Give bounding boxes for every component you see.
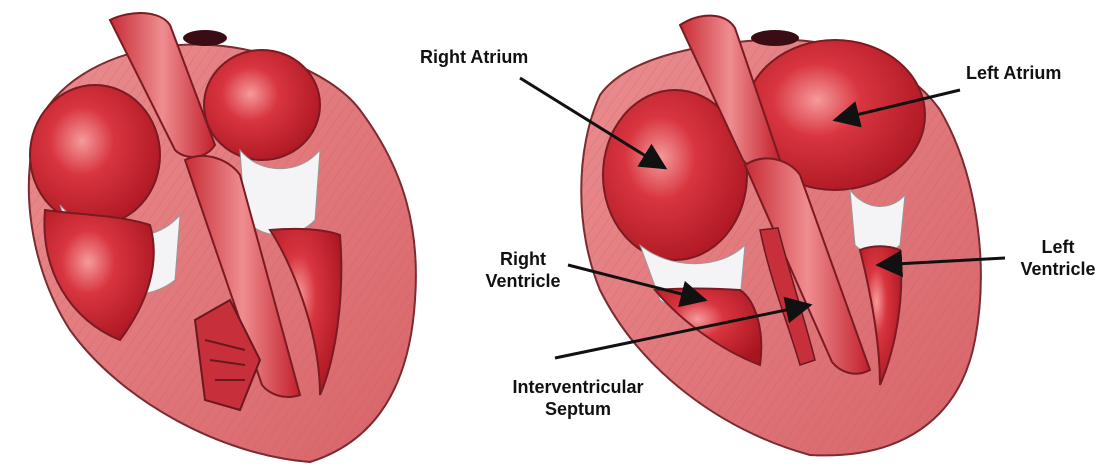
right-heart-vessel-opening — [751, 30, 799, 46]
label-septum-line2: Septum — [478, 398, 678, 420]
label-right-atrium: Right Atrium — [420, 46, 528, 68]
label-left-ventricle: Left Ventricle — [1008, 236, 1108, 280]
left-heart — [29, 13, 416, 462]
left-heart-left-atrium — [204, 50, 320, 160]
label-septum-line1: Interventricular — [478, 376, 678, 398]
left-heart-vessel-opening — [183, 30, 227, 46]
label-right-ventricle-line1: Right — [478, 248, 568, 270]
label-left-atrium: Left Atrium — [966, 62, 1061, 84]
left-heart-right-atrium — [30, 85, 160, 225]
label-right-ventricle-line2: Ventricle — [478, 270, 568, 292]
label-left-ventricle-line2: Ventricle — [1008, 258, 1108, 280]
label-left-ventricle-line1: Left — [1008, 236, 1108, 258]
label-septum: Interventricular Septum — [478, 376, 678, 420]
label-right-ventricle: Right Ventricle — [478, 248, 568, 292]
